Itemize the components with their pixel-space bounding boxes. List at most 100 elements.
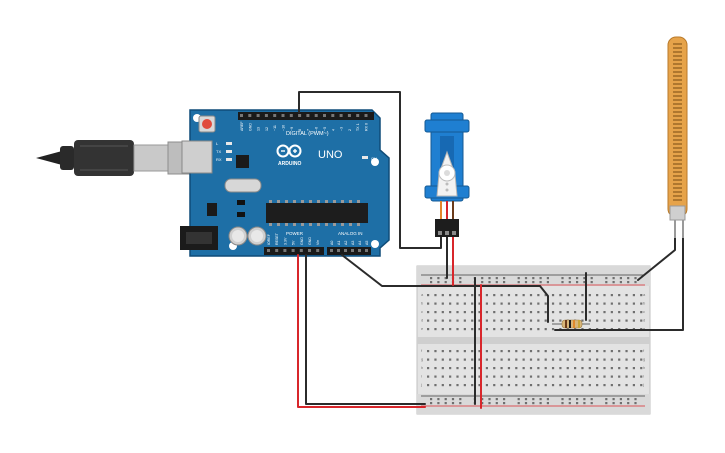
breadboard-hole[interactable] <box>524 277 528 280</box>
breadboard-hole[interactable] <box>493 367 496 370</box>
breadboard-hole[interactable] <box>561 281 564 284</box>
breadboard-hole[interactable] <box>427 350 430 353</box>
breadboard-hole[interactable] <box>515 319 518 322</box>
breadboard-hole[interactable] <box>574 302 577 305</box>
breadboard-hole[interactable] <box>515 328 518 331</box>
breadboard-hole[interactable] <box>537 384 540 387</box>
breadboard-hole[interactable] <box>500 367 503 370</box>
breadboard-hole[interactable] <box>529 311 533 314</box>
breadboard-hole[interactable] <box>618 350 621 353</box>
breadboard-hole[interactable] <box>568 277 571 280</box>
breadboard-hole[interactable] <box>559 311 562 314</box>
breadboard-hole[interactable] <box>546 277 549 280</box>
breadboard-hole[interactable] <box>441 375 444 378</box>
breadboard-hole[interactable] <box>495 281 498 284</box>
breadboard-hole[interactable] <box>618 367 621 370</box>
breadboard-hole[interactable] <box>566 375 569 378</box>
breadboard-hole[interactable] <box>493 294 496 297</box>
breadboard-hole[interactable] <box>581 350 584 353</box>
breadboard-hole[interactable] <box>603 319 606 322</box>
breadboard-hole[interactable] <box>529 302 533 305</box>
breadboard-hole[interactable] <box>627 277 630 280</box>
breadboard-hole[interactable] <box>500 328 503 331</box>
breadboard-hole[interactable] <box>625 384 628 387</box>
breadboard-hole[interactable] <box>603 311 606 314</box>
breadboard-hole[interactable] <box>507 367 511 370</box>
breadboard-hole[interactable] <box>485 328 488 331</box>
breadboard-hole[interactable] <box>566 302 569 305</box>
breadboard-hole[interactable] <box>478 358 481 361</box>
breadboard-hole[interactable] <box>427 294 430 297</box>
breadboard-hole[interactable] <box>590 281 593 284</box>
breadboard-hole[interactable] <box>522 375 525 378</box>
breadboard-hole[interactable] <box>441 311 444 314</box>
breadboard-hole[interactable] <box>459 398 462 401</box>
breadboard-hole[interactable] <box>522 328 525 331</box>
breadboard-hole[interactable] <box>625 358 628 361</box>
breadboard-hole[interactable] <box>618 384 621 387</box>
breadboard-hole[interactable] <box>576 398 579 401</box>
breadboard-hole[interactable] <box>627 402 630 405</box>
breadboard-hole[interactable] <box>529 350 533 353</box>
breadboard-hole[interactable] <box>574 384 577 387</box>
breadboard-hole[interactable] <box>495 398 498 401</box>
breadboard-hole[interactable] <box>434 311 437 314</box>
breadboard-hole[interactable] <box>544 384 547 387</box>
breadboard-hole[interactable] <box>463 358 466 361</box>
breadboard-hole[interactable] <box>596 375 599 378</box>
breadboard-hole[interactable] <box>559 375 562 378</box>
breadboard-hole[interactable] <box>588 311 591 314</box>
breadboard-hole[interactable] <box>610 384 613 387</box>
breadboard-hole[interactable] <box>500 384 503 387</box>
breadboard-hole[interactable] <box>539 398 542 401</box>
breadboard-hole[interactable] <box>537 319 540 322</box>
breadboard-hole[interactable] <box>610 350 613 353</box>
breadboard-hole[interactable] <box>559 319 562 322</box>
header-pin-hole[interactable] <box>323 114 326 117</box>
breadboard-hole[interactable] <box>507 350 511 353</box>
servo-motor[interactable] <box>424 112 470 237</box>
breadboard-hole[interactable] <box>546 402 549 405</box>
breadboard-hole[interactable] <box>640 350 643 353</box>
breadboard-hole[interactable] <box>610 302 613 305</box>
breadboard-hole[interactable] <box>588 367 591 370</box>
header-pin-hole[interactable] <box>283 249 287 252</box>
breadboard-hole[interactable] <box>493 350 496 353</box>
breadboard-hole[interactable] <box>471 358 474 361</box>
breadboard-hole[interactable] <box>546 398 549 401</box>
breadboard-hole[interactable] <box>559 358 562 361</box>
breadboard-hole[interactable] <box>581 302 584 305</box>
breadboard-hole[interactable] <box>441 302 444 305</box>
breadboard-hole[interactable] <box>471 311 474 314</box>
breadboard-hole[interactable] <box>522 358 525 361</box>
breadboard-hole[interactable] <box>566 294 569 297</box>
breadboard-hole[interactable] <box>632 358 635 361</box>
breadboard-hole[interactable] <box>551 375 555 378</box>
header-pin-hole[interactable] <box>289 114 293 117</box>
breadboard-hole[interactable] <box>444 277 447 280</box>
header-pin-hole[interactable] <box>240 114 243 117</box>
breadboard-hole[interactable] <box>566 358 569 361</box>
breadboard-hole[interactable] <box>544 319 547 322</box>
breadboard-hole[interactable] <box>532 398 535 401</box>
breadboard-hole[interactable] <box>522 350 525 353</box>
breadboard-hole[interactable] <box>619 402 622 405</box>
breadboard-hole[interactable] <box>430 281 433 284</box>
breadboard-hole[interactable] <box>495 277 498 280</box>
breadboard-hole[interactable] <box>434 328 437 331</box>
breadboard-hole[interactable] <box>625 375 628 378</box>
breadboard-hole[interactable] <box>434 319 437 322</box>
breadboard-hole[interactable] <box>427 358 430 361</box>
breadboard-hole[interactable] <box>493 358 496 361</box>
breadboard-hole[interactable] <box>471 350 474 353</box>
breadboard-hole[interactable] <box>471 302 474 305</box>
breadboard-hole[interactable] <box>471 384 474 387</box>
breadboard-hole[interactable] <box>485 367 488 370</box>
breadboard-hole[interactable] <box>583 277 586 280</box>
breadboard-hole[interactable] <box>603 358 606 361</box>
breadboard-hole[interactable] <box>456 367 459 370</box>
breadboard-hole[interactable] <box>430 402 433 405</box>
breadboard-hole[interactable] <box>610 311 613 314</box>
breadboard-hole[interactable] <box>485 294 488 297</box>
